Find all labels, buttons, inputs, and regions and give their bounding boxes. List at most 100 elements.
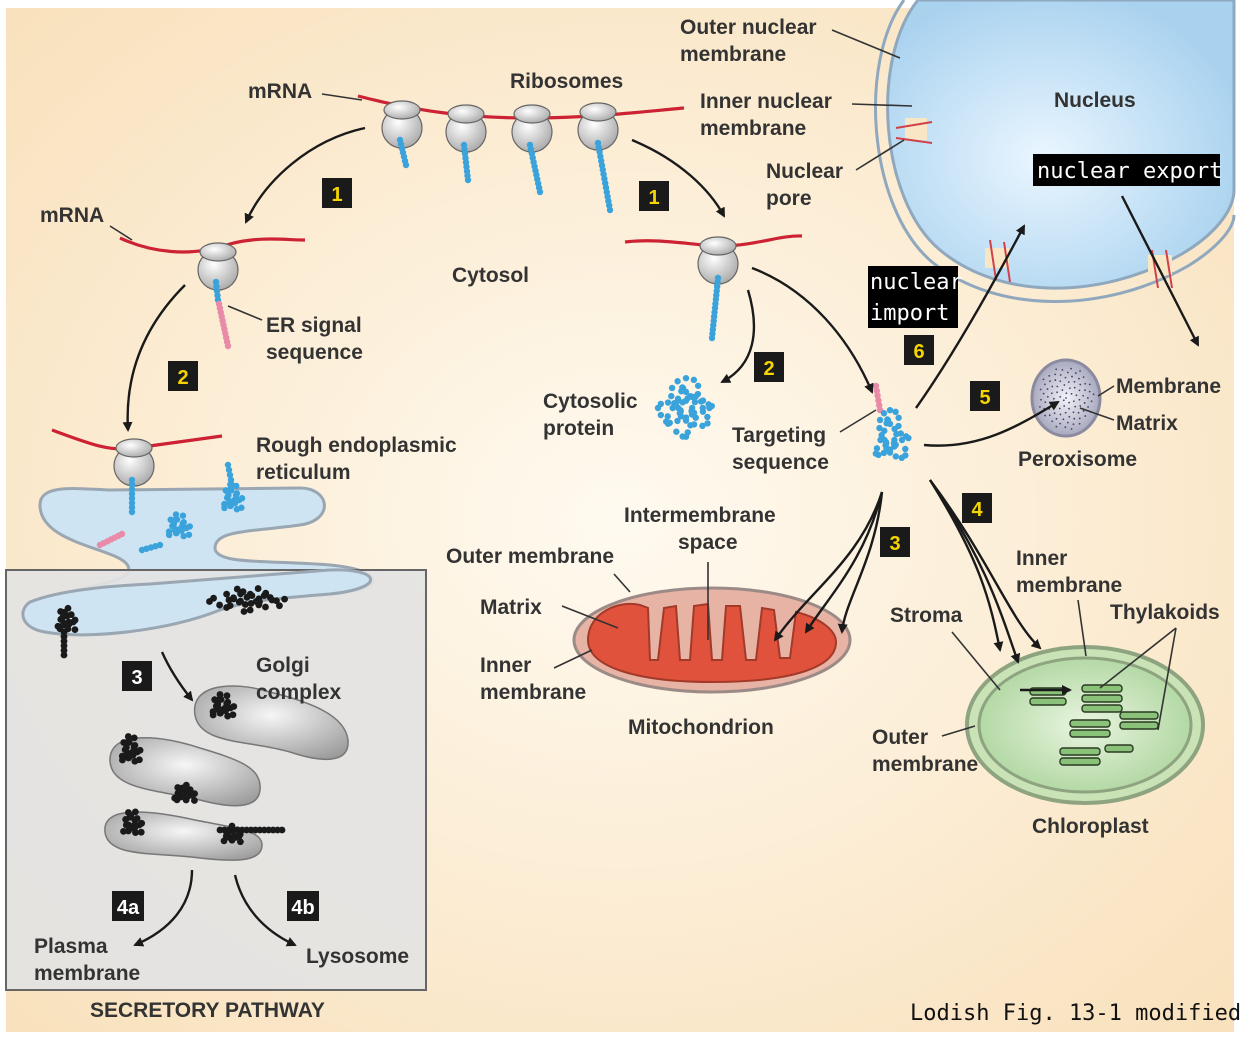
protein-bead bbox=[247, 600, 255, 607]
protein-bead bbox=[217, 696, 225, 703]
label-er-signal-2: sequence bbox=[266, 341, 363, 364]
protein-bead bbox=[224, 342, 232, 350]
step-box bbox=[112, 891, 144, 921]
step-2-left: 2 bbox=[177, 367, 188, 389]
peroxisome-matrix-speckle bbox=[1058, 407, 1061, 410]
label-thylakoids: Thylakoids bbox=[1110, 601, 1220, 624]
protein-bead bbox=[125, 738, 133, 746]
label-plasma-membrane-1: Plasma bbox=[34, 935, 108, 958]
peroxisome-matrix-speckle bbox=[1084, 382, 1087, 385]
protein-bead bbox=[682, 374, 690, 382]
label-mrna-top: mRNA bbox=[248, 80, 312, 103]
protein-bead bbox=[221, 500, 228, 508]
arrow-nuclear-export bbox=[1120, 195, 1200, 347]
mitochondrion-shape bbox=[572, 586, 852, 694]
protein-bead bbox=[173, 516, 181, 523]
label-peroxisome-matrix: Matrix bbox=[1116, 412, 1178, 435]
protein-bead bbox=[880, 410, 888, 417]
peroxisome-matrix-speckle bbox=[1063, 384, 1066, 386]
nuclear-pore-icon bbox=[895, 121, 933, 144]
protein-bead bbox=[122, 744, 130, 751]
protein-bead bbox=[185, 531, 193, 538]
peroxisome-matrix-speckle bbox=[1059, 380, 1062, 383]
protein-bead bbox=[260, 592, 268, 600]
protein-bead bbox=[128, 485, 136, 493]
protein-bead bbox=[880, 449, 888, 457]
nuclear-export-box bbox=[1033, 154, 1220, 186]
peroxisome-matrix-speckle bbox=[1073, 380, 1076, 383]
peroxisome-matrix-speckle bbox=[1044, 414, 1046, 417]
chloroplast-shape bbox=[965, 645, 1205, 805]
protein-bead bbox=[216, 601, 223, 609]
protein-bead bbox=[124, 733, 132, 740]
peroxisome-matrix-speckle bbox=[1068, 401, 1071, 404]
arrow-to-rough-er bbox=[122, 284, 186, 432]
arrow-to-er-ribosome bbox=[244, 126, 366, 224]
label-outer-membrane-chloro-2: membrane bbox=[872, 753, 978, 776]
peroxisome-matrix-speckle bbox=[1049, 380, 1051, 383]
peroxisome-matrix-speckle bbox=[1065, 397, 1067, 399]
peroxisome-matrix-speckle bbox=[1070, 428, 1073, 430]
peroxisome-matrix-speckle bbox=[1064, 426, 1067, 429]
peroxisome-matrix-speckle bbox=[1084, 389, 1086, 392]
peroxisome-matrix-speckle bbox=[1073, 417, 1076, 420]
protein-bead bbox=[227, 476, 235, 484]
protein-bead bbox=[699, 408, 707, 415]
label-matrix-mito: Matrix bbox=[480, 596, 542, 619]
protein-bead bbox=[223, 692, 231, 700]
protein-bead bbox=[682, 388, 690, 396]
protein-bead bbox=[266, 594, 274, 601]
protein-bead bbox=[246, 606, 254, 614]
arrow-to-mito-inner bbox=[804, 491, 884, 634]
protein-bead bbox=[699, 397, 707, 404]
peroxisome-matrix-speckle bbox=[1066, 371, 1069, 374]
protein-bead bbox=[682, 414, 690, 421]
protein-bead bbox=[191, 797, 198, 804]
peroxisome-matrix-speckle bbox=[1088, 383, 1091, 386]
peroxisome-matrix-speckle bbox=[1068, 415, 1071, 418]
protein-bead bbox=[222, 832, 230, 840]
step-2-right: 2 bbox=[763, 358, 774, 380]
protein-bead bbox=[255, 601, 263, 609]
protein-bead bbox=[172, 529, 180, 537]
diagram-labels: Outer nuclear membrane Inner nuclear mem… bbox=[34, 16, 1221, 1022]
protein-bead bbox=[464, 176, 472, 184]
pathway-arrows bbox=[122, 126, 1200, 947]
peroxisome-matrix-speckle bbox=[1078, 377, 1080, 380]
label-cytosolic-protein-1: Cytosolic bbox=[543, 390, 638, 413]
label-inner-membrane-chloro-2: membrane bbox=[1016, 574, 1122, 597]
peroxisome-matrix-speckle bbox=[1066, 421, 1069, 424]
label-plasma-membrane-2: membrane bbox=[34, 962, 140, 985]
nuclear-pore-icon bbox=[989, 239, 1011, 283]
protein-bead bbox=[236, 830, 244, 838]
peroxisome-matrix-speckle bbox=[1087, 406, 1089, 408]
protein-bead bbox=[664, 420, 672, 427]
annotation-nuclear-import-2: import bbox=[870, 301, 949, 326]
peroxisome-matrix-speckle bbox=[1072, 400, 1075, 403]
peroxisome-matrix-speckle bbox=[1051, 385, 1054, 388]
protein-bead bbox=[892, 408, 899, 416]
arrow-to-mito-intermembrane bbox=[837, 491, 884, 634]
protein-bead bbox=[873, 445, 881, 452]
peroxisome-matrix-speckle bbox=[1084, 415, 1087, 417]
peroxisome-matrix-speckle bbox=[1055, 417, 1058, 420]
protein-bead bbox=[136, 746, 144, 754]
peroxisome-matrix-speckle bbox=[1039, 406, 1041, 408]
protein-bead bbox=[687, 422, 694, 429]
arrow-to-targeting-sequence bbox=[751, 266, 874, 394]
protein-bead bbox=[886, 446, 894, 453]
protein-bead bbox=[694, 382, 702, 389]
protein-bead bbox=[692, 393, 699, 400]
peroxisome-matrix-speckle bbox=[1067, 381, 1070, 383]
peroxisome-matrix-speckle bbox=[1055, 368, 1058, 371]
protein-bead bbox=[225, 492, 232, 499]
protein-bead bbox=[690, 376, 698, 384]
peroxisome-matrix-speckle bbox=[1050, 392, 1053, 395]
protein-bead bbox=[236, 838, 244, 846]
step-box bbox=[168, 361, 198, 391]
protein-bead bbox=[668, 392, 675, 400]
protein-bead bbox=[892, 453, 899, 460]
peroxisome-matrix-speckle bbox=[1046, 395, 1049, 398]
arrow-to-chloro-outer bbox=[928, 479, 1004, 652]
